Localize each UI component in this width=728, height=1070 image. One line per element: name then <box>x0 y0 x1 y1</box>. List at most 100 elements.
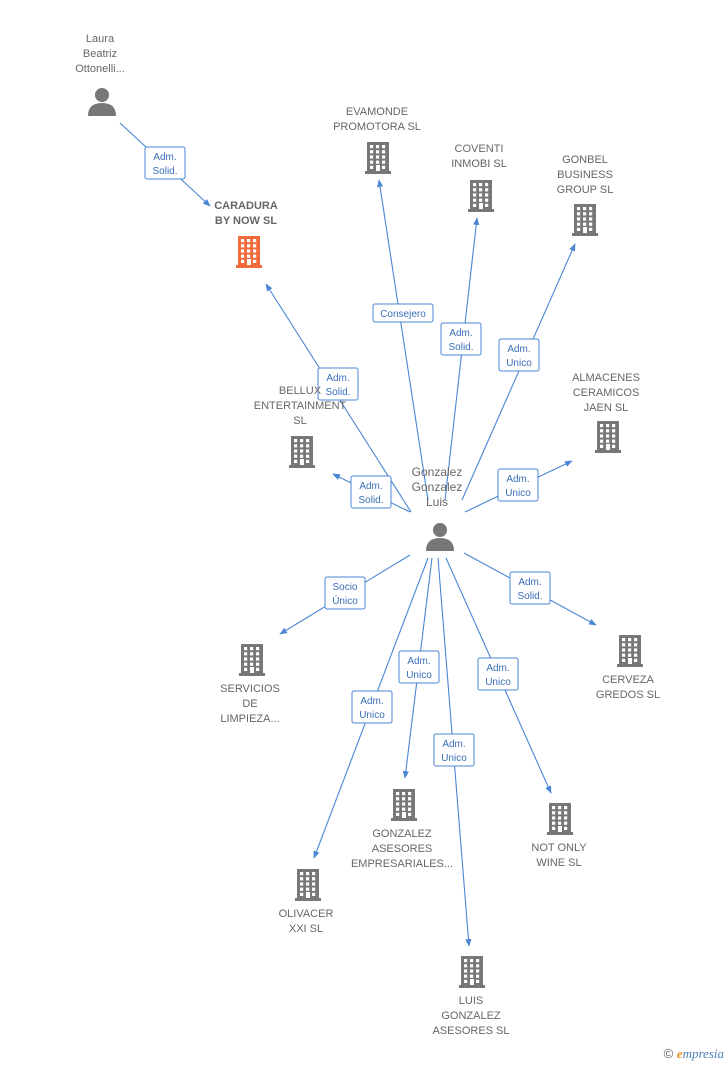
building-window <box>294 454 298 458</box>
edge-label-caradura[interactable]: Adm.Solid. <box>144 146 186 180</box>
edge-gonzalez-coventi <box>444 217 480 501</box>
person-body <box>88 103 116 116</box>
edge-label-text: Consejero <box>380 309 426 320</box>
building-window <box>408 812 412 816</box>
building-window <box>589 222 593 226</box>
building-window <box>628 643 632 647</box>
building-door <box>470 979 474 985</box>
edge-label-text: Adm. <box>360 696 383 707</box>
edge-label-gonzalez_asesores[interactable]: Adm.Unico <box>398 650 440 684</box>
center-name-line: Gonzalez <box>412 480 463 494</box>
edge-label-notonly[interactable]: Adm.Unico <box>477 657 519 691</box>
building-window <box>600 444 604 448</box>
edge-label-caradura[interactable]: Adm.Solid. <box>317 367 359 401</box>
building-window <box>376 145 380 149</box>
building-window <box>396 802 400 806</box>
building-icon-gonzalez_asesores[interactable] <box>391 789 417 821</box>
building-window <box>294 459 298 463</box>
building-icon-coventi[interactable] <box>468 180 494 212</box>
building-window <box>583 217 587 221</box>
building-window <box>589 227 593 231</box>
center-name-line: Luis <box>426 495 448 509</box>
edge-label-evamonde[interactable]: Consejero <box>372 303 434 323</box>
building-icon-caradura[interactable] <box>236 236 262 268</box>
node-name-servicios-line: SERVICIOS <box>220 683 280 695</box>
building-window <box>612 444 616 448</box>
edge-label-text: Adm. <box>518 577 541 588</box>
edge-label-text: Unico <box>359 710 385 721</box>
edge-label-coventi[interactable]: Adm.Solid. <box>440 322 482 356</box>
building-window <box>253 249 257 253</box>
edge-label-box <box>440 322 482 356</box>
edge-label-olivacer[interactable]: Adm. Unico <box>351 690 393 724</box>
building-window <box>485 198 489 202</box>
node-name-notonly-line: NOT ONLY <box>531 842 587 854</box>
edge-label-cerveza[interactable]: Adm.Solid. <box>509 571 551 605</box>
building-window <box>402 807 406 811</box>
edge-label-bellux[interactable]: Adm.Solid. <box>350 475 392 509</box>
node-name-gonzalez_asesores-line: EMPRESARIALES... <box>351 858 453 870</box>
building-window <box>306 449 310 453</box>
building-window <box>382 155 386 159</box>
node-name-bellux-line: BELLUX <box>279 385 322 397</box>
edge-label-text: Único <box>332 594 358 607</box>
node-name-luis_asesores-line: LUIS <box>459 995 483 1007</box>
building-window <box>564 811 568 815</box>
node-name-almacenes-line: ALMACENES <box>572 372 640 384</box>
building-icon-servicios[interactable] <box>239 644 265 676</box>
building-icon-cerveza[interactable] <box>617 635 643 667</box>
building-icon-bellux[interactable] <box>289 436 315 468</box>
building-window <box>552 826 556 830</box>
building-window <box>306 887 310 891</box>
building-window <box>634 653 638 657</box>
edge-label-gonbel[interactable]: Adm.Unico <box>498 338 540 372</box>
building-window <box>253 239 257 243</box>
building-window <box>241 249 245 253</box>
node-name-laura-line: Ottonelli... <box>75 63 125 75</box>
building-window <box>244 647 248 651</box>
building-icon-olivacer[interactable] <box>295 869 321 901</box>
building-window <box>470 969 474 973</box>
edge-label-box <box>372 303 434 323</box>
edge-label-luis_asesores[interactable]: Adm.Unico <box>433 733 475 767</box>
building-icon-notonly[interactable] <box>547 803 573 835</box>
building-window <box>396 797 400 801</box>
building-window <box>485 193 489 197</box>
building-icon-luis_asesores[interactable] <box>459 956 485 988</box>
building-window <box>589 212 593 216</box>
edge-label-text: Solid. <box>152 166 177 177</box>
node-name-coventi-line: COVENTI <box>455 143 504 155</box>
center-person-icon[interactable] <box>426 523 454 551</box>
building-window <box>306 454 310 458</box>
copyright-symbol: © <box>663 1046 674 1061</box>
building-window <box>376 150 380 154</box>
building-door <box>628 658 632 664</box>
building-window <box>577 227 581 231</box>
edge-label-text: Adm. <box>507 344 530 355</box>
building-window <box>479 183 483 187</box>
building-window <box>622 643 626 647</box>
building-window <box>476 974 480 978</box>
building-window <box>470 959 474 963</box>
building-window <box>577 222 581 226</box>
building-icon-gonbel[interactable] <box>572 204 598 236</box>
center-name-line: Gonzalez <box>412 465 463 479</box>
node-name-gonbel-line: BUSINESS <box>557 169 613 181</box>
edge-label-almacenes[interactable]: Adm.Unico <box>497 468 539 502</box>
building-window <box>294 444 298 448</box>
building-icon-almacenes[interactable] <box>595 421 621 453</box>
edge-label-box <box>317 367 359 401</box>
building-window <box>382 145 386 149</box>
building-icon-evamonde[interactable] <box>365 142 391 174</box>
node-name-gonzalez_asesores-line: ASESORES <box>372 843 433 855</box>
building-window <box>628 648 632 652</box>
building-window <box>589 217 593 221</box>
building-window <box>300 444 304 448</box>
footer-brand[interactable]: © empresia <box>664 1046 724 1062</box>
building-window <box>370 160 374 164</box>
person-icon-laura[interactable] <box>88 88 116 116</box>
building-window <box>241 254 245 258</box>
building-base <box>468 209 494 212</box>
building-window <box>600 424 604 428</box>
